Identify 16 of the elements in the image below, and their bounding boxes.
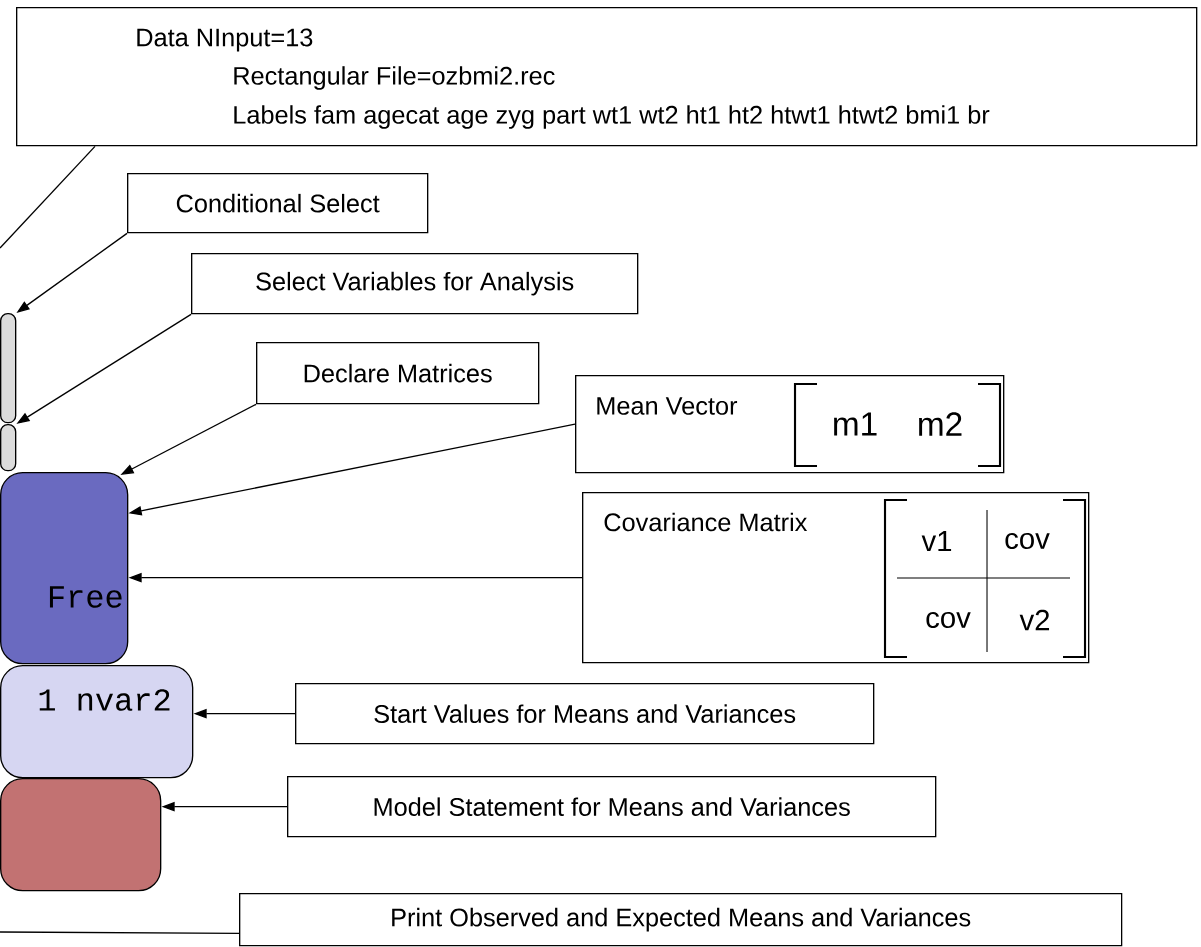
code-block: Free <box>0 472 129 665</box>
code-block <box>0 313 17 424</box>
label-box: Start Values for Means and Variances <box>295 683 875 745</box>
code-block <box>0 424 17 472</box>
leader-line <box>0 931 240 934</box>
label-box: Print Observed and Expected Means and Variances <box>239 893 1123 947</box>
code-box: Data NInput=13 Rectangular File=ozbmi2.rec Labels fam agecat age zyg part wt1 wt2 ht1 ht2 htwt1 htwt2 bmi1 br <box>16 7 1198 147</box>
label-box: Select Variables for Analysis <box>191 253 639 315</box>
code-block <box>0 778 162 892</box>
label-box: Conditional Select <box>127 173 429 234</box>
code-block: 1 nvar2 <box>0 665 194 779</box>
matrix-box: Mean Vector m1 m2 <box>575 375 1005 474</box>
label-box: Model Statement for Means and Variances <box>287 776 937 838</box>
matrix-box: Covariance Matrix v1 cov cov v2 <box>582 492 1090 664</box>
label-box: Declare Matrices <box>256 342 540 405</box>
leader-line <box>0 145 96 249</box>
